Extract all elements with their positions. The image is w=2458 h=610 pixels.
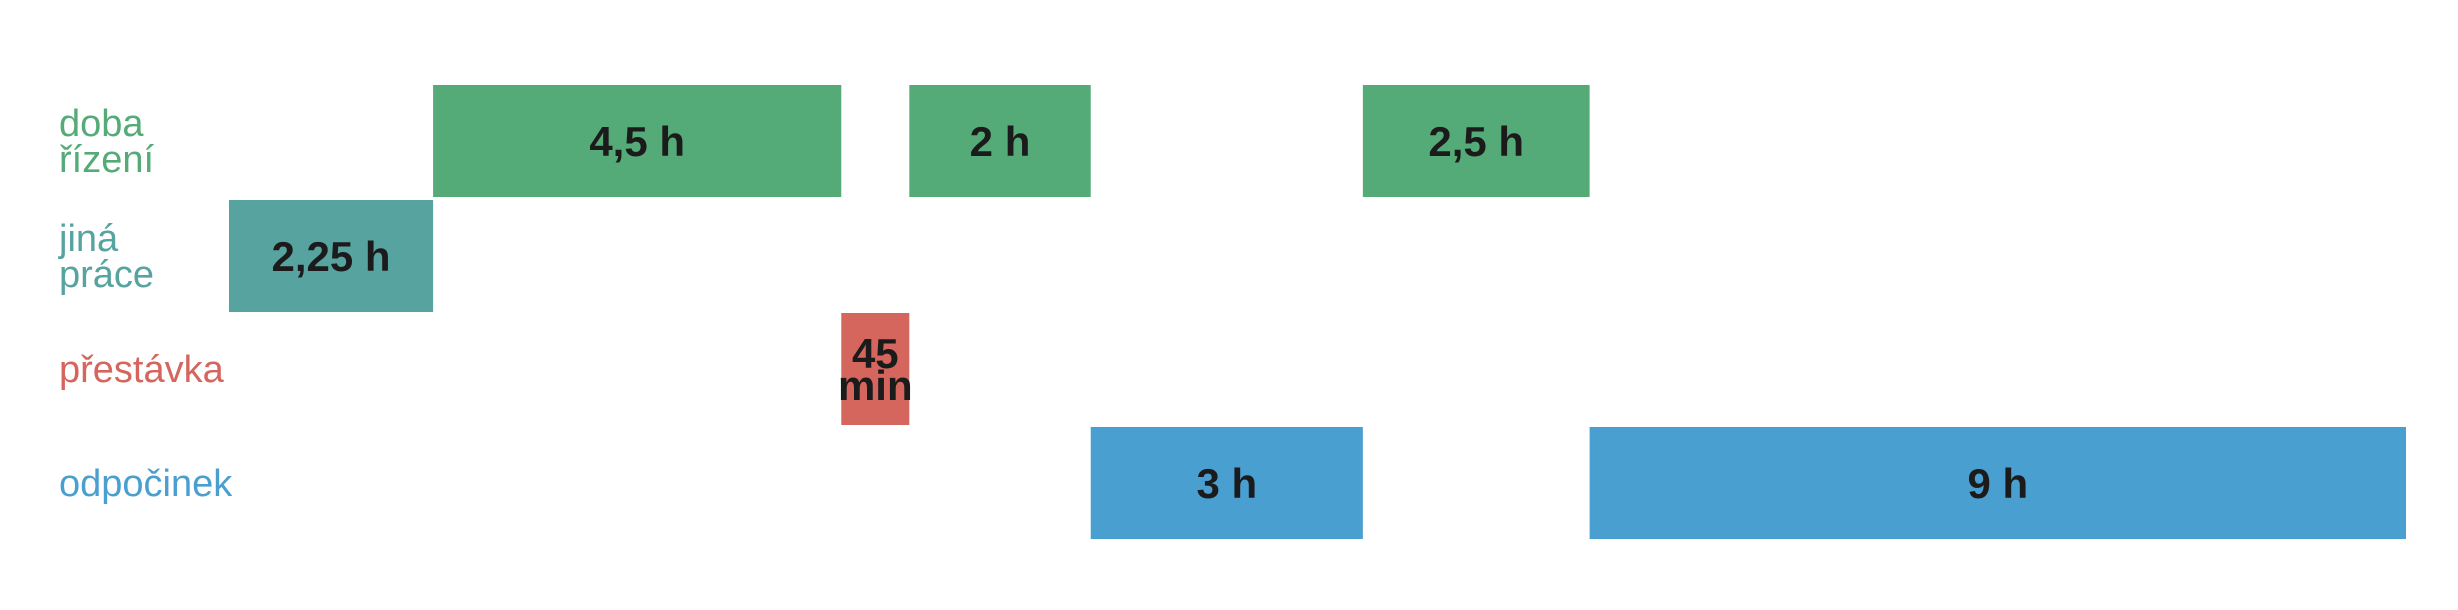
row-label-odpocinek: odpočinek [59,463,233,505]
segment-label-line: 45 [852,330,899,377]
segment-bar-prace [229,200,434,312]
row-label-line: přestávka [59,349,225,391]
segment-label: 4,5 h [589,118,685,165]
segment-label: 3 h [1196,460,1257,507]
segment-bar-odpocinek [1090,427,1363,539]
segment-label-line: 2,5 h [1428,118,1524,165]
segment-label: 2,5 h [1428,118,1524,165]
segment-bar-rizeni [1362,85,1590,197]
segment-label-line: min [838,362,913,409]
row-label-line: práce [59,254,154,296]
row-label-line: řízení [59,139,154,181]
segment-label: 2 h [970,118,1031,165]
segment-label-line: 2 h [970,118,1031,165]
row-label-line: jiná [58,218,119,260]
segment-bar-prestavka [841,313,910,425]
segment-label: 9 h [1967,460,2028,507]
segment-bar-rizeni [909,85,1091,197]
row-label-line: doba [59,103,144,145]
segment-label-line: 3 h [1196,460,1257,507]
row-label-prestavka: přestávka [59,349,225,391]
segment-label: 2,25 h [272,233,391,280]
segment-label-line: 4,5 h [589,118,685,165]
row-label-line: odpočinek [59,463,233,505]
segment-label-line: 2,25 h [272,233,391,280]
segment-label-line: 9 h [1967,460,2028,507]
segment-bar-rizeni [433,85,842,197]
segment-bar-odpocinek [1589,427,2406,539]
